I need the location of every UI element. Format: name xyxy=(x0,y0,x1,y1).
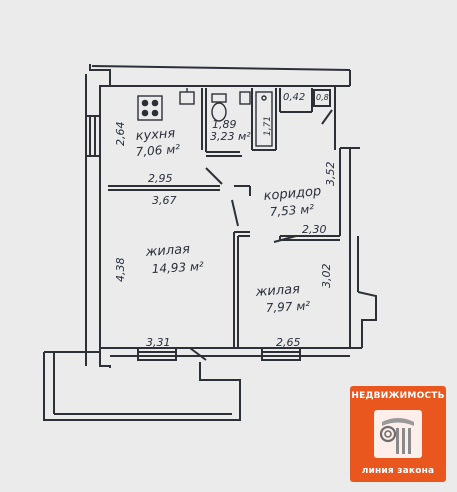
bathroom-width: 1,89 xyxy=(212,118,237,131)
dim-toilet-1: 0,42 xyxy=(283,92,305,103)
dim-living1-bottom: 3,31 xyxy=(146,336,171,349)
dim-toilet-2: 0,8 xyxy=(316,93,329,102)
kitchen-area: 7,06 м² xyxy=(135,142,180,159)
dim-corridor-step: 2,30 xyxy=(302,223,327,236)
dim-living1-height: 4,38 xyxy=(114,258,127,283)
kitchen-stove xyxy=(137,95,163,121)
bath-fixture xyxy=(255,91,273,147)
dim-living2-bottom: 2,65 xyxy=(276,336,301,349)
logo-top-text: НЕДВИЖИМОСТЬ xyxy=(351,391,445,401)
living1-area: 14,93 м² xyxy=(151,259,204,276)
living2-area: 7,97 м² xyxy=(265,299,310,315)
walls xyxy=(43,64,377,421)
dim-corridor-height: 3,52 xyxy=(324,162,337,187)
dim-bath-inner: 1,71 xyxy=(263,116,273,136)
living2-name: жилая xyxy=(254,282,300,300)
agency-logo: НЕДВИЖИМОСТЬ линия закона xyxy=(350,386,446,482)
corridor-area: 7,53 м² xyxy=(269,202,314,219)
dim-living1-top: 3,67 xyxy=(152,194,177,207)
kitchen-name: кухня xyxy=(135,126,176,144)
dim-living2-height: 3,02 xyxy=(320,264,333,289)
dim-kitchen-height: 2,64 xyxy=(114,122,127,147)
column-capital-icon xyxy=(374,410,422,458)
kitchen-sink xyxy=(179,88,195,105)
toilet-fixture xyxy=(211,93,227,122)
living1-name: жилая xyxy=(144,242,190,260)
dim-kitchen-width: 2,95 xyxy=(148,172,173,185)
corridor-name: коридор xyxy=(263,184,322,204)
washbasin-fixture xyxy=(239,91,251,105)
logo-bottom-text: линия закона xyxy=(361,466,435,476)
bathroom-area: 3,23 м² xyxy=(210,130,251,143)
